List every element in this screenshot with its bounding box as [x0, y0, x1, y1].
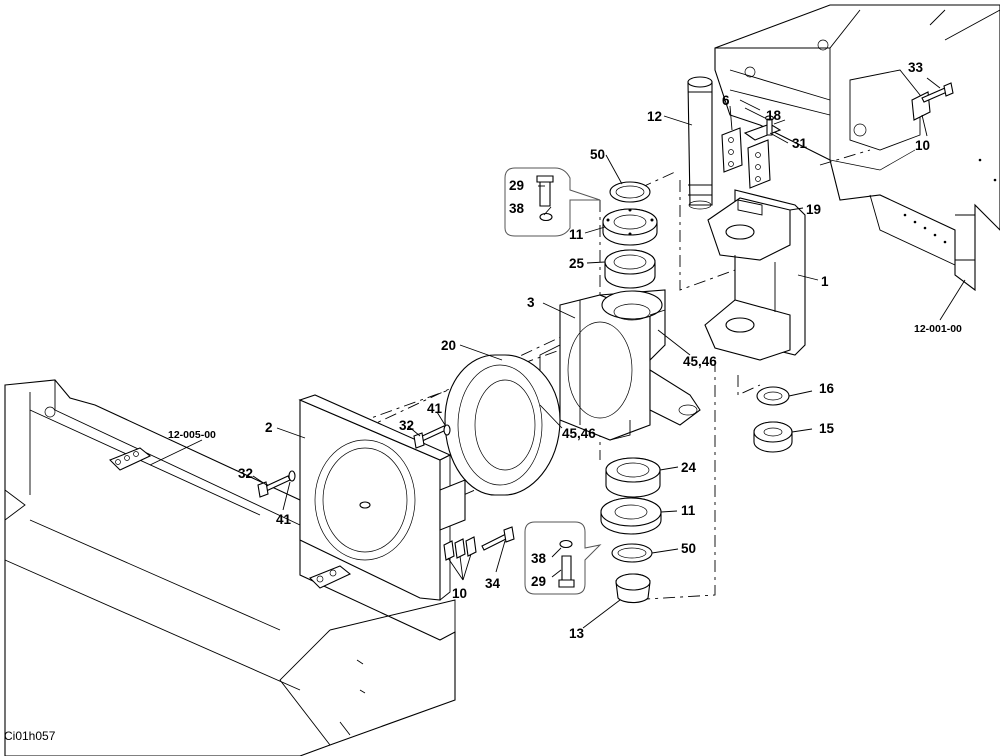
- mounting-plate: [298, 394, 466, 601]
- callout-labels: 50 29 38 11 25 3 12 6 18 31 19 1 45,46 4…: [238, 60, 930, 641]
- callout-50-bottom: 50: [681, 541, 696, 556]
- callout-16: 19: [806, 202, 821, 217]
- callout-29-bottom: 29: [531, 574, 546, 589]
- callout-24: 24: [681, 460, 697, 475]
- detail-box-bottom: [524, 521, 602, 595]
- bolts-left: [257, 424, 451, 498]
- callout-11-bottom: 11: [681, 503, 696, 518]
- callout-32-left: 32: [238, 466, 253, 481]
- callout-45-46-top: 45,46: [683, 354, 717, 369]
- callout-2: 2: [265, 420, 273, 435]
- callout-3: 3: [527, 295, 535, 310]
- upper-bearing-stack: [602, 181, 658, 289]
- callout-33: 33: [908, 60, 924, 75]
- detail-box-top: [504, 167, 601, 237]
- callout-32-right: 32: [399, 418, 414, 433]
- callout-25: 25: [569, 256, 585, 271]
- assembly-ref-12-001-00: 12-001-00: [914, 323, 962, 335]
- callout-41-right: 41: [427, 401, 443, 416]
- leader-lines: [149, 77, 966, 629]
- bolt-33: [921, 82, 954, 103]
- drawing-code: Ci01h057: [4, 729, 56, 743]
- callout-20: 16: [819, 381, 835, 396]
- nut-washer: [753, 386, 793, 453]
- callout-38-top: 38: [509, 201, 525, 216]
- steering-bracket: [704, 189, 806, 361]
- king-pin: [687, 76, 713, 210]
- callout-11-top: 11: [569, 227, 584, 242]
- shim-plates: [443, 526, 515, 561]
- slewing-ring: [444, 354, 561, 496]
- callout-45-46-bottom: 45,46: [562, 426, 596, 441]
- callout-13: 13: [569, 626, 585, 641]
- callout-50-top: 50: [590, 147, 605, 162]
- callout-1: 1: [821, 274, 829, 289]
- lower-bearing-stack: [600, 457, 662, 604]
- callout-6: 6: [722, 93, 730, 108]
- assembly-ref-12-005-00: 12-005-00: [168, 429, 216, 441]
- callout-19: 15: [819, 421, 835, 436]
- lock-plates: [721, 115, 782, 189]
- callout-18: 20: [441, 338, 456, 353]
- callout-31: 31: [792, 136, 808, 151]
- callout-38-bottom: 38: [531, 551, 547, 566]
- callout-41-left: 41: [276, 512, 292, 527]
- axle-beam: [4, 379, 456, 756]
- callout-10-bottom: 10: [452, 586, 467, 601]
- callout-12: 12: [647, 109, 662, 124]
- callout-34: 34: [485, 576, 501, 591]
- callout-29-top: 29: [509, 178, 524, 193]
- callout-15: 18: [766, 108, 782, 123]
- callout-10-top: 10: [915, 138, 930, 153]
